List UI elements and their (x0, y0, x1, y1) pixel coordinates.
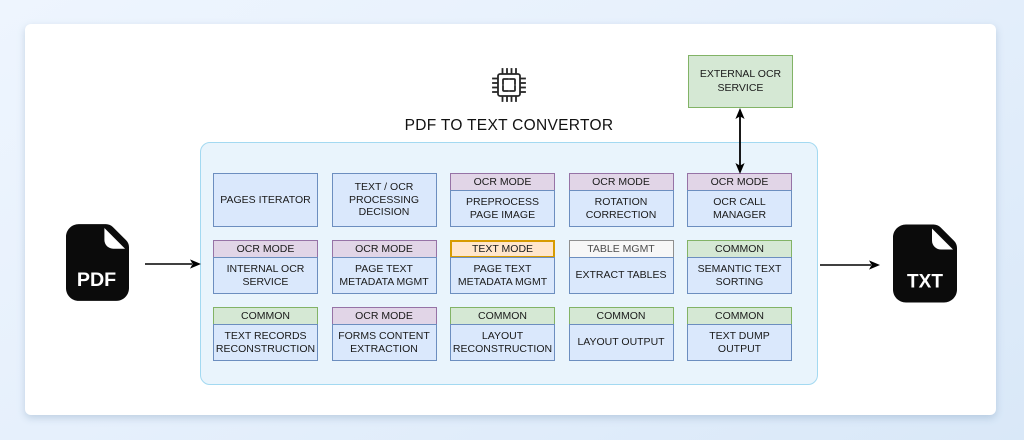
module-label: INTERNAL OCR SERVICE (213, 257, 318, 294)
arrow-up-down-icon (735, 108, 745, 174)
module-grid: PAGES ITERATOR TEXT / OCR PROCESSING DEC… (200, 173, 818, 361)
chip-icon (492, 68, 526, 102)
module-tag: OCR MODE (331, 307, 437, 325)
module-tag: COMMON (213, 307, 318, 325)
module-tag: OCR MODE (450, 173, 555, 191)
external-ocr-service-node: EXTERNAL OCR SERVICE (688, 55, 793, 108)
diagram-title: PDF TO TEXT CONVERTOR (404, 117, 614, 134)
module-preprocess-page-image: OCR MODE PREPROCESS PAGE IMAGE (450, 173, 555, 227)
module-label: SEMANTIC TEXT SORTING (687, 257, 792, 294)
module-text-records-reconstruction: COMMON TEXT RECORDS RECONSTRUCTION (213, 307, 318, 361)
module-label: TEXT RECORDS RECONSTRUCTION (213, 324, 318, 361)
arrow-right-icon (820, 260, 880, 270)
module-tag: COMMON (687, 307, 792, 325)
module-label: EXTRACT TABLES (568, 257, 674, 294)
module-tag: COMMON (450, 307, 555, 325)
module-label: LAYOUT OUTPUT (568, 324, 674, 361)
module-ocr-call-manager: OCR MODE OCR CALL MANAGER (687, 173, 792, 227)
svg-text:PDF: PDF (77, 269, 116, 291)
module-label: PAGES ITERATOR (213, 173, 318, 227)
module-tag: COMMON (687, 240, 792, 258)
module-tag: OCR MODE (687, 173, 792, 191)
module-text-ocr-processing-decision: TEXT / OCR PROCESSING DECISION (331, 173, 437, 227)
module-internal-ocr-service: OCR MODE INTERNAL OCR SERVICE (213, 240, 318, 294)
module-label: PREPROCESS PAGE IMAGE (450, 190, 555, 227)
module-layout-reconstruction: COMMON LAYOUT RECONSTRUCTION (450, 307, 555, 361)
module-label: OCR CALL MANAGER (687, 190, 792, 227)
module-rotation-correction: OCR MODE ROTATION CORRECTION (568, 173, 674, 227)
module-pages-iterator: PAGES ITERATOR (213, 173, 318, 227)
module-label: TEXT DUMP OUTPUT (687, 324, 792, 361)
module-tag: OCR MODE (213, 240, 318, 258)
arrow-right-icon (145, 259, 201, 269)
module-tag: TABLE MGMT (568, 240, 674, 258)
module-semantic-text-sorting: COMMON SEMANTIC TEXT SORTING (687, 240, 792, 294)
txt-file-icon: TXT (893, 224, 957, 303)
module-extract-tables: TABLE MGMT EXTRACT TABLES (568, 240, 674, 294)
module-page-text-metadata-mgmt-ocr: OCR MODE PAGE TEXT METADATA MGMT (331, 240, 437, 294)
svg-text:TXT: TXT (907, 272, 943, 293)
module-label: PAGE TEXT METADATA MGMT (450, 257, 555, 294)
module-tag: OCR MODE (568, 173, 674, 191)
module-label: ROTATION CORRECTION (568, 190, 674, 227)
module-label: TEXT / OCR PROCESSING DECISION (331, 173, 437, 227)
module-page-text-metadata-mgmt-text: TEXT MODE PAGE TEXT METADATA MGMT (450, 240, 555, 294)
module-text-dump-output: COMMON TEXT DUMP OUTPUT (687, 307, 792, 361)
module-layout-output: COMMON LAYOUT OUTPUT (568, 307, 674, 361)
module-label: PAGE TEXT METADATA MGMT (331, 257, 437, 294)
pdf-file-icon: PDF (66, 224, 129, 301)
module-tag: COMMON (568, 307, 674, 325)
module-forms-content-extraction: OCR MODE FORMS CONTENT EXTRACTION (331, 307, 437, 361)
module-label: FORMS CONTENT EXTRACTION (331, 324, 437, 361)
module-label: LAYOUT RECONSTRUCTION (450, 324, 555, 361)
module-tag: TEXT MODE (450, 240, 555, 258)
module-tag: OCR MODE (331, 240, 437, 258)
